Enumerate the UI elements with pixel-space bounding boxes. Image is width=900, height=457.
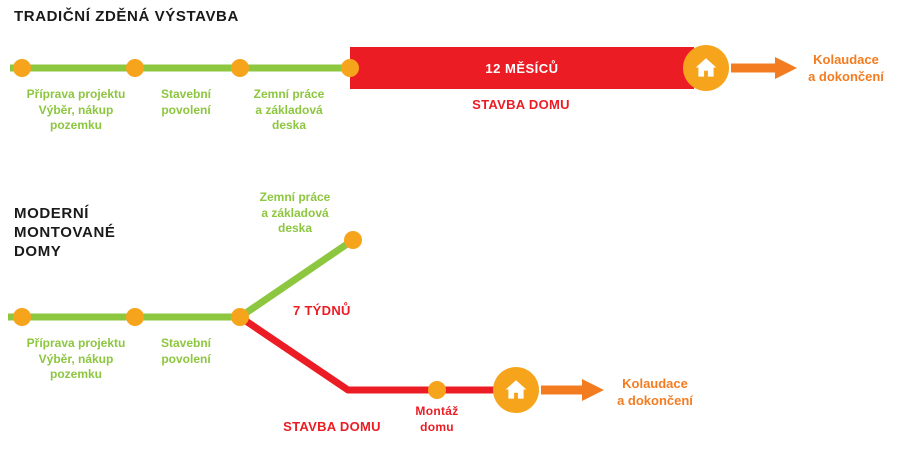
completion-label: Kolaudace a dokončení	[808, 52, 884, 84]
milestone-dot	[126, 59, 144, 77]
milestone-dot	[428, 381, 446, 399]
milestone-dot	[13, 308, 31, 326]
milestone-dot	[344, 231, 362, 249]
milestone-dot	[126, 308, 144, 326]
milestone-label: Stavební povolení	[160, 336, 211, 366]
milestone-dot	[341, 59, 359, 77]
montage-label: Montáž domu	[415, 404, 459, 434]
top-timeline-title: TRADIČNÍ ZDĚNÁ VÝSTAVBA	[14, 8, 239, 25]
bottom-timeline-title: MODERNÍ MONTOVANÉ DOMY	[14, 205, 116, 260]
milestone-label: Stavební povolení	[160, 87, 211, 117]
milestone-label: Příprava projektu Výběr, nákup pozemku	[26, 336, 126, 382]
milestone-dot	[231, 308, 249, 326]
milestone-label: Zemní práce a základová deska	[253, 87, 325, 133]
construction-duration-bar: 12 MĚSÍCŮ	[350, 47, 694, 89]
phase-label: STAVBA DOMU	[472, 97, 570, 112]
milestone-label: Příprava projektu Výběr, nákup pozemku	[26, 87, 126, 133]
arrow-right-icon	[731, 57, 797, 79]
milestone-dot	[231, 59, 249, 77]
arrow-right-icon	[541, 379, 604, 401]
bottom-red-line	[238, 314, 505, 394]
completion-label: Kolaudace a dokončení	[617, 376, 693, 408]
bottom-green-line	[8, 237, 355, 321]
house-icon	[695, 58, 717, 77]
house-icon	[505, 380, 527, 399]
milestone-label: Zemní práce a základová deska	[259, 190, 331, 236]
phase-label: STAVBA DOMU	[283, 419, 381, 434]
finished-house-badge	[683, 45, 729, 91]
duration-label: 7 TÝDNŮ	[293, 303, 351, 318]
milestone-dot	[13, 59, 31, 77]
finished-house-badge	[493, 367, 539, 413]
